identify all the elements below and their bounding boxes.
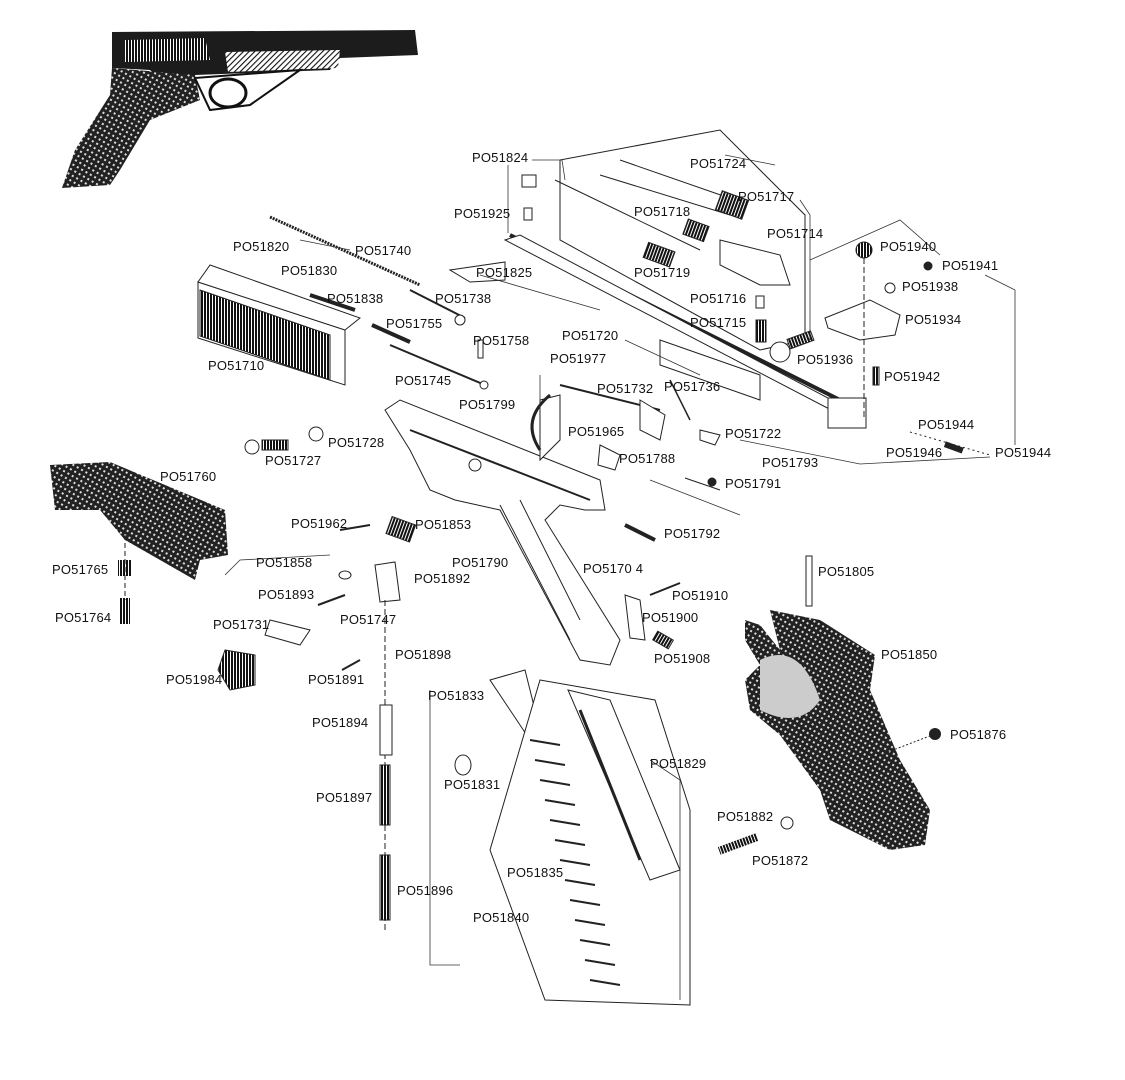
part-label-PO51727: PO51727 xyxy=(265,453,322,468)
part-label-PO51764: PO51764 xyxy=(55,610,112,625)
part-label-PO51755: PO51755 xyxy=(386,316,443,331)
part-label-PO51829: PO51829 xyxy=(650,756,707,771)
part-label-PO51715: PO51715 xyxy=(690,315,747,330)
part-label-PO51736: PO51736 xyxy=(664,379,721,394)
part-label-PO51838: PO51838 xyxy=(327,291,384,306)
part-label-PO51944-second: PO51944 xyxy=(995,445,1052,460)
part-label-PO51719: PO51719 xyxy=(634,265,691,280)
part-label-PO51722: PO51722 xyxy=(725,426,782,441)
part-label-PO51977: PO51977 xyxy=(550,351,607,366)
part-label-PO51941: PO51941 xyxy=(942,258,999,273)
part-label-PO51824: PO51824 xyxy=(472,150,529,165)
right-grip xyxy=(717,555,941,855)
magazine-assembly xyxy=(454,669,691,1006)
frame xyxy=(384,379,721,666)
leader-lines xyxy=(224,154,1016,1000)
part-label-PO51876: PO51876 xyxy=(950,727,1007,742)
part-label-PO51760: PO51760 xyxy=(160,469,217,484)
part-label-PO51732: PO51732 xyxy=(597,381,654,396)
part-label-PO51942: PO51942 xyxy=(884,369,941,384)
part-label-PO51831: PO51831 xyxy=(444,777,501,792)
part-label-PO51896: PO51896 xyxy=(397,883,454,898)
part-label-PO51965: PO51965 xyxy=(568,424,625,439)
slide-assembly xyxy=(197,215,489,390)
part-label-PO51714: PO51714 xyxy=(767,226,824,241)
part-label-PO51900: PO51900 xyxy=(642,610,699,625)
part-label-PO51717: PO51717 xyxy=(738,189,795,204)
part-label-PO51850: PO51850 xyxy=(881,647,938,662)
part-label-PO51858: PO51858 xyxy=(256,555,313,570)
part-label-PO51882: PO51882 xyxy=(717,809,774,824)
part-label-PO51731: PO51731 xyxy=(213,617,270,632)
part-label-PO51716: PO51716 xyxy=(690,291,747,306)
part-label-PO51893: PO51893 xyxy=(258,587,315,602)
part-label-PO51740: PO51740 xyxy=(355,243,412,258)
part-label-PO51984: PO51984 xyxy=(166,672,223,687)
part-label-PO51830: PO51830 xyxy=(281,263,338,278)
part-label-PO51934: PO51934 xyxy=(905,312,962,327)
part-label-PO51718: PO51718 xyxy=(634,204,691,219)
part-label-PO51765: PO51765 xyxy=(52,562,109,577)
part-label-PO51805: PO51805 xyxy=(818,564,875,579)
part-label-PO51745: PO51745 xyxy=(395,373,452,388)
part-label-PO51940: PO51940 xyxy=(880,239,937,254)
part-label-PO51758: PO51758 xyxy=(473,333,530,348)
part-label-PO51792: PO51792 xyxy=(664,526,721,541)
barrel-rib-assembly xyxy=(448,129,867,429)
assembled-pistol-illustration xyxy=(62,30,418,188)
part-label-PO51728: PO51728 xyxy=(328,435,385,450)
part-label-PO51962: PO51962 xyxy=(291,516,348,531)
part-label-PO51898: PO51898 xyxy=(395,647,452,662)
part-label-PO51910: PO51910 xyxy=(672,588,729,603)
part-label-PO51710: PO51710 xyxy=(208,358,265,373)
part-label-PO51891: PO51891 xyxy=(308,672,365,687)
part-label-PO51925: PO51925 xyxy=(454,206,511,221)
lower-small-parts xyxy=(217,426,681,930)
part-label-PO51908: PO51908 xyxy=(654,651,711,666)
part-label-PO51853: PO51853 xyxy=(415,517,472,532)
part-label-PO51936: PO51936 xyxy=(797,352,854,367)
part-label-PO51720: PO51720 xyxy=(562,328,619,343)
part-label-PO51872: PO51872 xyxy=(752,853,809,868)
part-label-PO51738: PO51738 xyxy=(435,291,492,306)
part-label-PO51835: PO51835 xyxy=(507,865,564,880)
part-label-PO51944: PO51944 xyxy=(918,417,975,432)
part-label-PO51747: PO51747 xyxy=(340,612,397,627)
part-label-PO51946: PO51946 xyxy=(886,445,943,460)
part-label-PO51825: PO51825 xyxy=(476,265,533,280)
part-label-PO51938: PO51938 xyxy=(902,279,959,294)
part-label-PO51704: PO5170 4 xyxy=(583,561,644,576)
part-label-PO51793: PO51793 xyxy=(762,455,819,470)
part-label-PO51894: PO51894 xyxy=(312,715,369,730)
part-label-PO51791: PO51791 xyxy=(725,476,782,491)
part-label-PO51799: PO51799 xyxy=(459,397,516,412)
part-label-PO51724: PO51724 xyxy=(690,156,747,171)
rear-sight-assembly xyxy=(769,241,991,456)
part-label-PO51790: PO51790 xyxy=(452,555,509,570)
part-label-PO51833: PO51833 xyxy=(428,688,485,703)
part-label-PO51840: PO51840 xyxy=(473,910,530,925)
part-label-PO51820: PO51820 xyxy=(233,239,290,254)
left-grip xyxy=(50,462,228,624)
part-label-PO51897: PO51897 xyxy=(316,790,373,805)
part-label-PO51892: PO51892 xyxy=(414,571,471,586)
part-label-PO51788: PO51788 xyxy=(619,451,676,466)
